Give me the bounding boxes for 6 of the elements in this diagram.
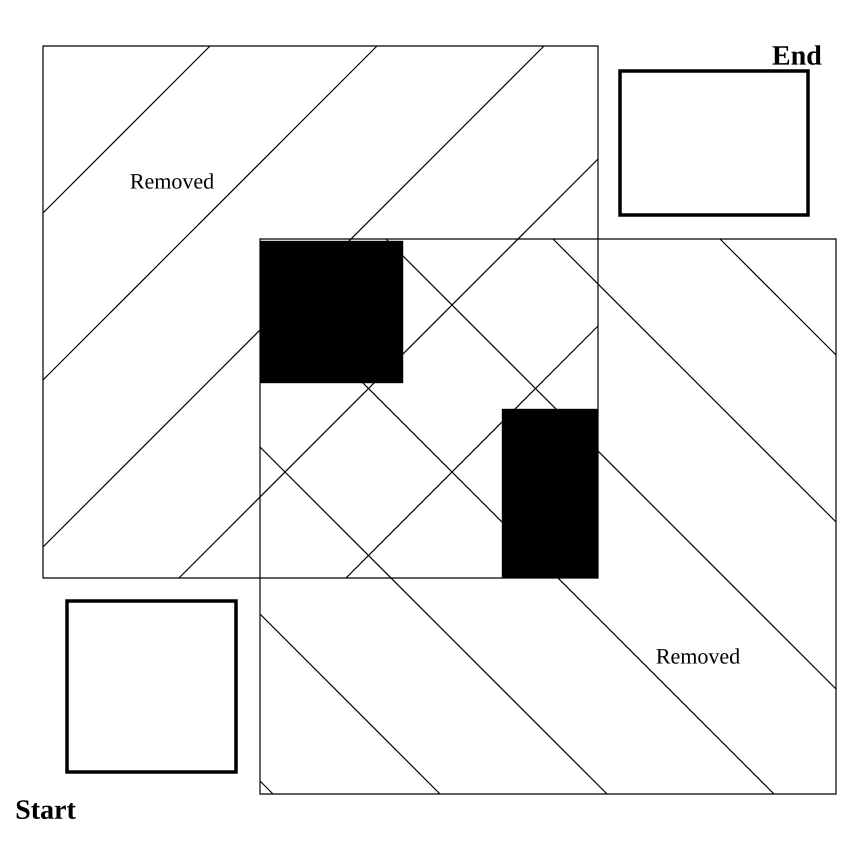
box-caption: Start (16, 800, 76, 820)
open-box (65, 599, 238, 774)
open-box (618, 69, 810, 217)
filled-box (502, 408, 598, 578)
box-caption: End (772, 45, 822, 65)
filled-box (260, 240, 404, 384)
